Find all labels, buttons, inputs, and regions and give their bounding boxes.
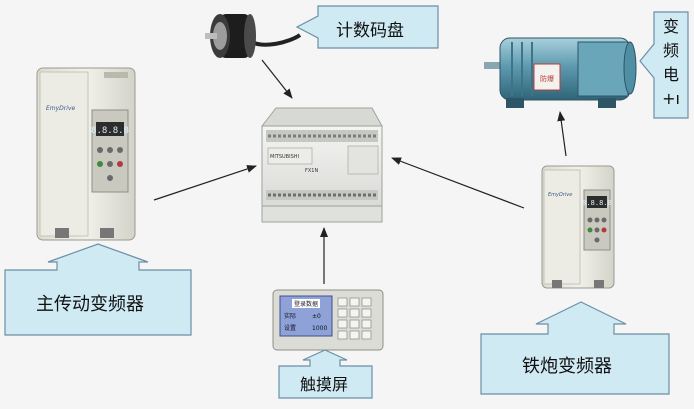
main-vfd-brand: EmyDrive [46, 105, 75, 112]
main-drive-label: 主传动变频器 [36, 294, 144, 315]
motor-device: 防爆 [484, 37, 637, 108]
arrow-encoder-to-plc [261, 59, 293, 99]
motor-badge: 防爆 [540, 74, 554, 83]
hmi-title: 登录数据 [294, 300, 318, 308]
main-drive-callout [4, 243, 192, 336]
tiepao-vfd-device: 8.8.8.8 EmyDrive [541, 165, 615, 289]
motor-label-char: 变 [662, 17, 679, 36]
encoder-label: 计数码盘 [336, 21, 404, 41]
touch-screen-label: 触摸屏 [300, 375, 349, 394]
encoder-device [205, 14, 302, 58]
touch-screen-callout [278, 349, 373, 399]
arrow-tiepao-vfd-to-plc [391, 157, 525, 209]
hmi-row1-left: 实际 [284, 312, 296, 320]
tiepao-vfd-brand: EmyDrive [548, 192, 572, 198]
hmi-row1-right: ±0 [312, 313, 321, 320]
motor-callout [639, 11, 689, 119]
motor-label-char: 电 [662, 65, 679, 84]
arrow-main-vfd-to-plc [153, 165, 257, 201]
plc-model: FX1N [305, 168, 318, 174]
touch-screen-device: 登录数据 实际 ±0 设置 1000 [272, 289, 384, 351]
tiepao-vfd-display: 8.8.8.8 [582, 199, 612, 207]
arrow-tiepao-vfd-to-motor [557, 111, 567, 157]
motor-label: 变 频 电 +ı [661, 15, 681, 111]
motor-label-char: +ı [662, 89, 680, 108]
main-vfd-display: 8.8.8.8 [91, 126, 129, 136]
motor-label-char: 频 [662, 41, 679, 60]
encoder-callout [295, 5, 439, 49]
plc-brand: MITSUBISHI [270, 154, 299, 160]
hmi-row2-right: 1000 [312, 325, 327, 332]
hmi-row2-left: 设置 [284, 324, 296, 332]
plc-device: MITSUBISHI FX1N [260, 107, 383, 223]
tiepao-label: 铁炮变频器 [522, 356, 612, 377]
tiepao-callout [480, 301, 670, 395]
main-drive-vfd-device: 8.8.8.8 EmyDrive [36, 67, 136, 241]
